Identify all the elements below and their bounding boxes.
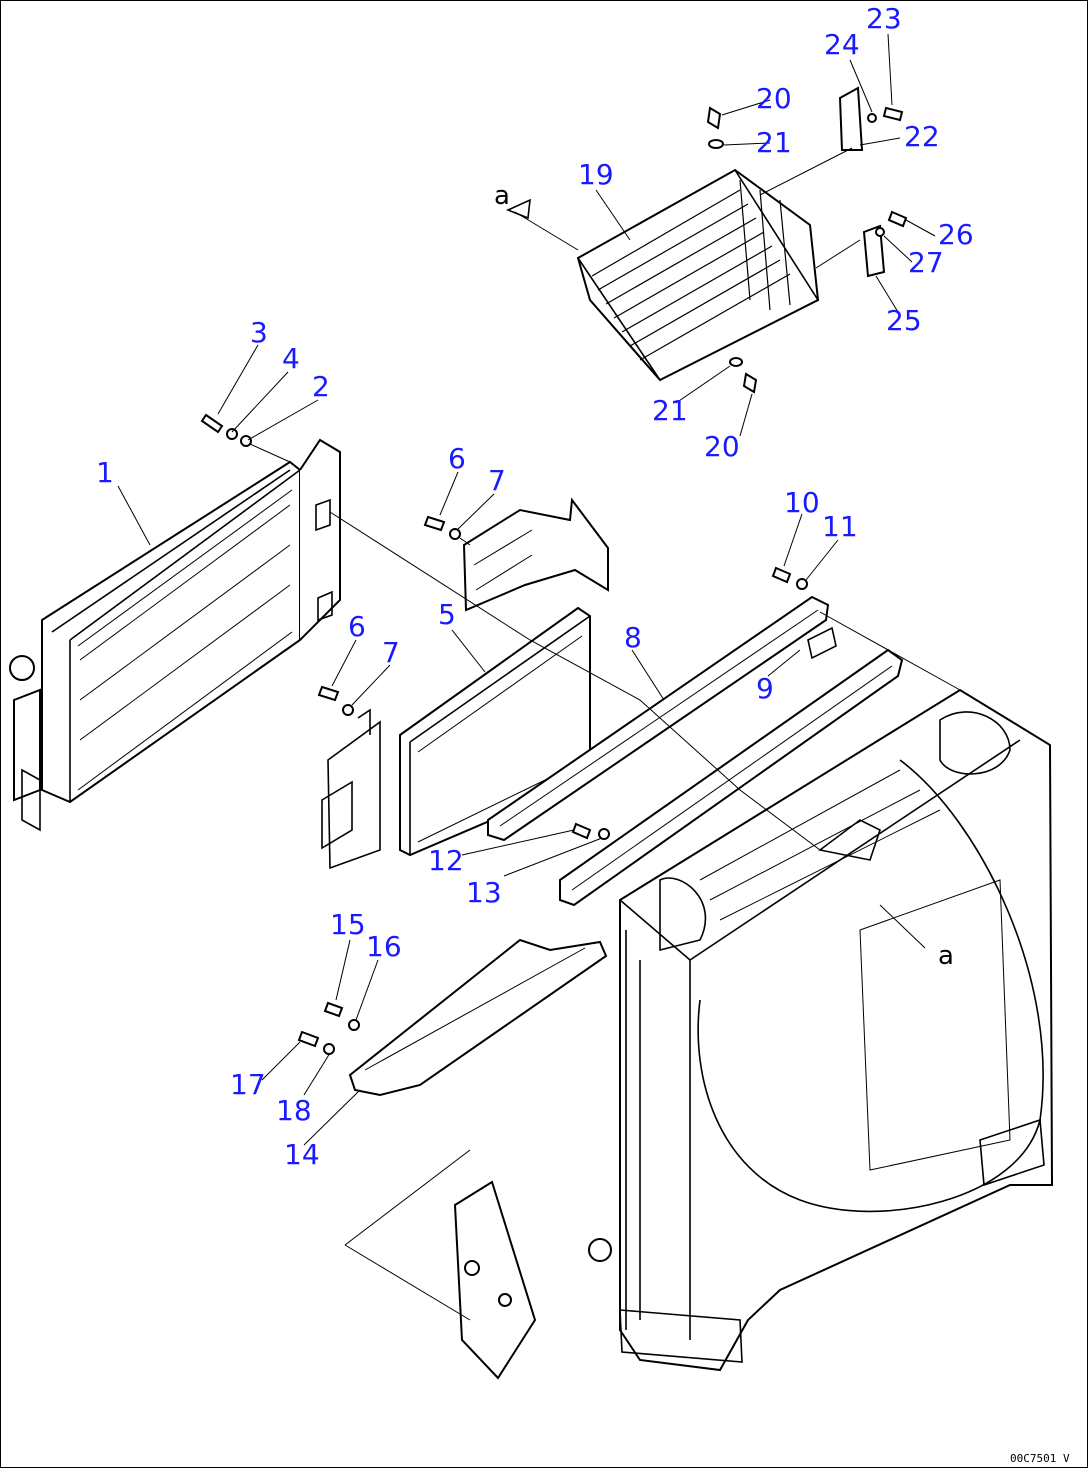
callout-23: 23 bbox=[866, 2, 902, 35]
callout-16: 16 bbox=[366, 930, 402, 963]
callout-20b: 20 bbox=[704, 430, 740, 463]
callout-8: 8 bbox=[624, 621, 642, 654]
callout-21a: 21 bbox=[756, 126, 792, 159]
callout-4: 4 bbox=[282, 342, 300, 375]
callout-20a: 20 bbox=[756, 82, 792, 115]
callout-14: 14 bbox=[284, 1138, 320, 1171]
reference-label-a-top: a bbox=[494, 181, 510, 211]
callout-11: 11 bbox=[822, 510, 858, 543]
bolt-set-6-7 bbox=[317, 515, 471, 716]
callout-21b: 21 bbox=[652, 394, 688, 427]
drawing-code: 00C7501 V bbox=[1010, 1452, 1070, 1465]
callout-24: 24 bbox=[824, 28, 860, 61]
bracket-upper bbox=[462, 497, 609, 612]
callout-5: 5 bbox=[438, 598, 456, 631]
bolt-set-15-16-17-18 bbox=[297, 1001, 360, 1055]
bolt-set-20-27 bbox=[706, 86, 908, 394]
cover-part-14 bbox=[348, 938, 608, 1097]
radiator-part-1 bbox=[9, 438, 341, 832]
callout-1: 1 bbox=[96, 456, 114, 489]
leader-lines bbox=[117, 33, 961, 1146]
callout-labels: 1 2 3 4 5 6 6 7 7 8 9 10 11 12 13 14 15 … bbox=[96, 2, 974, 1171]
callout-6a: 6 bbox=[448, 442, 466, 475]
callout-18: 18 bbox=[276, 1094, 312, 1127]
callout-22: 22 bbox=[904, 120, 940, 153]
callout-12: 12 bbox=[428, 844, 464, 877]
guard-part-19 bbox=[576, 168, 820, 382]
callout-25: 25 bbox=[886, 304, 922, 337]
cooler-part-5 bbox=[321, 606, 591, 870]
bracket-lower bbox=[344, 1149, 612, 1380]
callout-6b: 6 bbox=[348, 610, 366, 643]
callout-3: 3 bbox=[250, 316, 268, 349]
bolt-set-2-3-4 bbox=[200, 413, 291, 463]
callout-15: 15 bbox=[330, 908, 366, 941]
callout-7a: 7 bbox=[488, 464, 506, 497]
callout-19: 19 bbox=[578, 158, 614, 191]
callout-7b: 7 bbox=[382, 636, 400, 669]
callout-2: 2 bbox=[312, 370, 330, 403]
callout-26: 26 bbox=[938, 218, 974, 251]
callout-27: 27 bbox=[908, 246, 944, 279]
callout-17: 17 bbox=[230, 1068, 266, 1101]
radiator-frame bbox=[619, 688, 1054, 1372]
reference-arrow-a bbox=[505, 198, 531, 220]
rail-part-8 bbox=[487, 595, 904, 907]
callout-13: 13 bbox=[466, 876, 502, 909]
bolt-set-10-11-12-13 bbox=[571, 566, 808, 840]
reference-label-a-frame: a bbox=[938, 941, 954, 971]
callout-10: 10 bbox=[784, 486, 820, 519]
callout-9: 9 bbox=[756, 672, 774, 705]
